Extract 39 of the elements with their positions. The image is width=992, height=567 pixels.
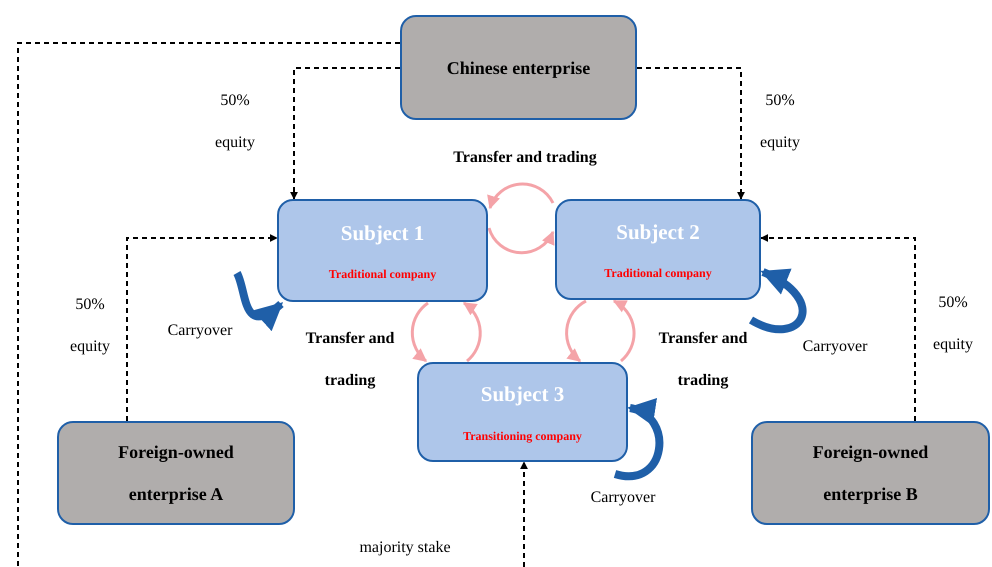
circular-arrow [488,228,554,254]
enterprise-box [751,421,990,525]
dashed-arrow [126,234,278,421]
subject-box [417,362,628,462]
circular-arrow [462,302,482,362]
dashed-arrow [290,67,400,200]
box-title: Subject 3 [480,381,564,408]
edge-label: Transfer and trading [304,329,396,391]
box-title: Chinese enterprise [446,56,590,80]
curved-arrow [233,271,284,331]
box-title: Foreign-owned enterprise B [812,441,930,506]
enterprise-box [57,421,295,525]
box-subtitle: Transitioning company [463,428,582,445]
circular-arrow [488,182,554,210]
box-subtitle: Traditional company [604,265,712,282]
box-subtitle: Traditional company [328,266,436,284]
edge-label: 50% equity [214,91,256,153]
edge-label: 50% equity [932,293,974,355]
subject-box [277,199,488,302]
edge-label: Transfer and trading [658,329,748,391]
circular-arrow [565,300,587,362]
edge-label: 50% equity [759,91,801,153]
edge-label: Transfer and trading [452,148,598,168]
curved-arrow [749,268,806,334]
dashed-arrow [520,461,528,567]
edge-label: Carryover [802,337,868,357]
edge-label: Carryover [166,321,234,341]
circular-arrow [612,300,636,362]
edge-label: 50% equity [69,295,111,357]
dashed-arrow [760,234,916,421]
dashed-arrow [637,67,745,200]
edge-label: Carryover [590,488,656,508]
box-title: Subject 2 [616,218,700,246]
circular-arrow [410,302,429,362]
edge-label: majority stake [358,538,452,558]
subject-box [555,199,761,300]
box-title: Subject 1 [340,220,424,247]
enterprise-box [400,15,637,120]
box-title: Foreign-owned enterprise A [117,441,235,506]
